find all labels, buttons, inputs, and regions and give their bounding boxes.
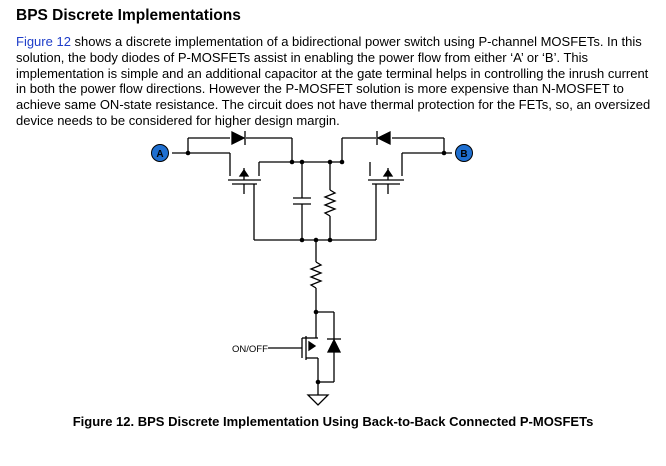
node-a-label: A [156,149,163,160]
node-a-marker: A [151,144,169,162]
figure-caption: Figure 12. BPS Discrete Implementation U… [72,414,594,429]
body-paragraph-text: shows a discrete implementation of a bid… [16,34,651,128]
body-paragraph: Figure 12 shows a discrete implementatio… [16,34,652,129]
node-b-marker: B [455,144,473,162]
node-b-label: B [460,149,467,160]
on-off-label: ON/OFF [232,344,268,355]
figure-12-link[interactable]: Figure 12 [16,34,71,49]
circuit-schematic: A B ON/OFF [151,130,473,406]
section-heading: BPS Discrete Implementations [16,7,241,24]
